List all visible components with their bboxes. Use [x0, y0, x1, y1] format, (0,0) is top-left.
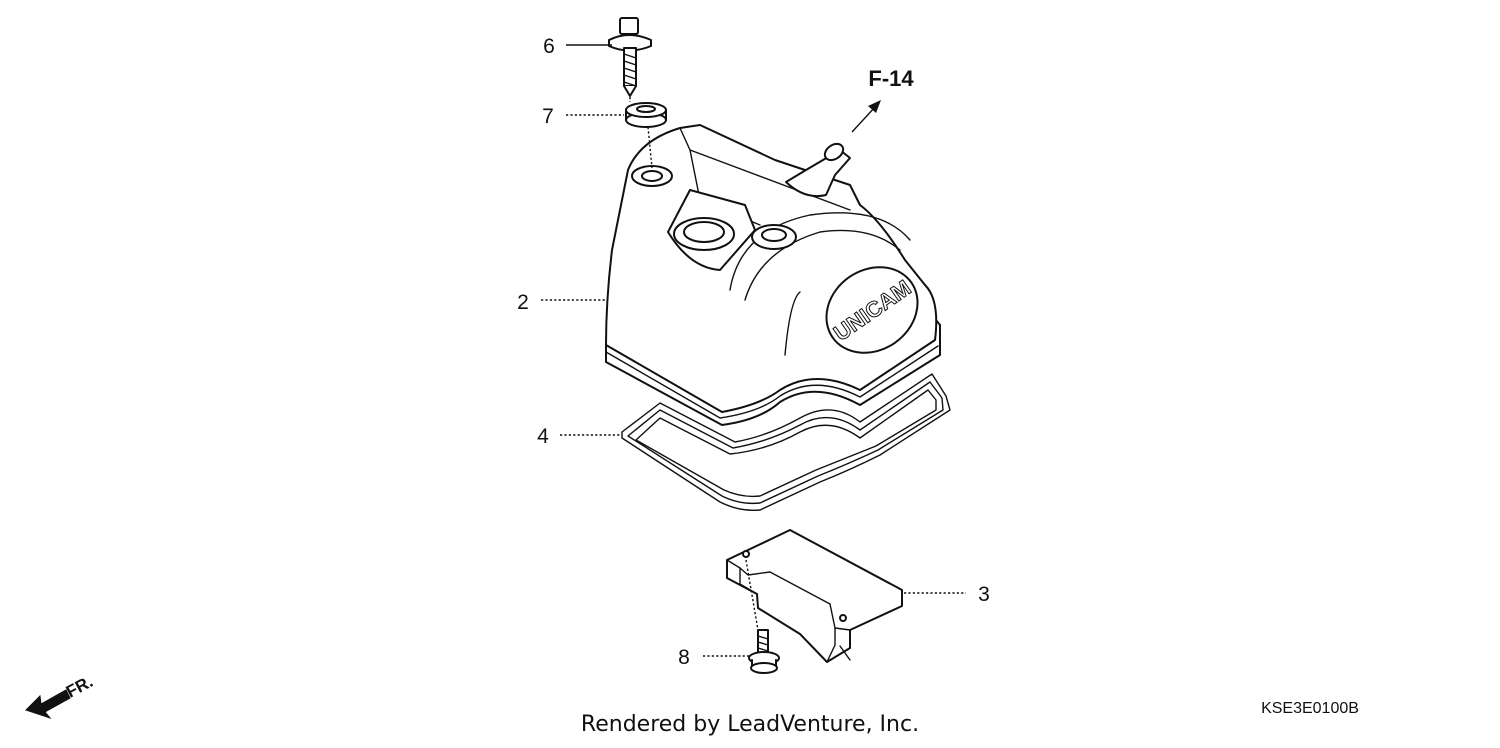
- front-direction-indicator: FR.: [25, 672, 96, 720]
- diagram-code: KSE3E0100B: [1261, 700, 1359, 717]
- credit-text: Rendered by LeadVenture, Inc.: [581, 712, 919, 737]
- flange-bolt-part-8[interactable]: [748, 629, 780, 674]
- reference-label[interactable]: F-14: [868, 66, 914, 91]
- bolt-part-6[interactable]: [608, 17, 652, 97]
- callout-7[interactable]: 7: [542, 105, 554, 128]
- seal-washer-part-7[interactable]: [625, 102, 667, 128]
- callout-2[interactable]: 2: [517, 291, 529, 314]
- plate-part-3[interactable]: [726, 529, 903, 663]
- callout-6[interactable]: 6: [543, 35, 555, 58]
- reference-arrow: [851, 100, 881, 133]
- callout-4[interactable]: 4: [537, 425, 549, 448]
- gasket-part-4[interactable]: [621, 373, 951, 512]
- callout-3[interactable]: 3: [978, 583, 990, 606]
- leader-plate-bolt: [745, 559, 759, 631]
- cylinder-head-cover-part-2[interactable]: UNICAM: [605, 124, 941, 426]
- callout-8[interactable]: 8: [678, 646, 690, 669]
